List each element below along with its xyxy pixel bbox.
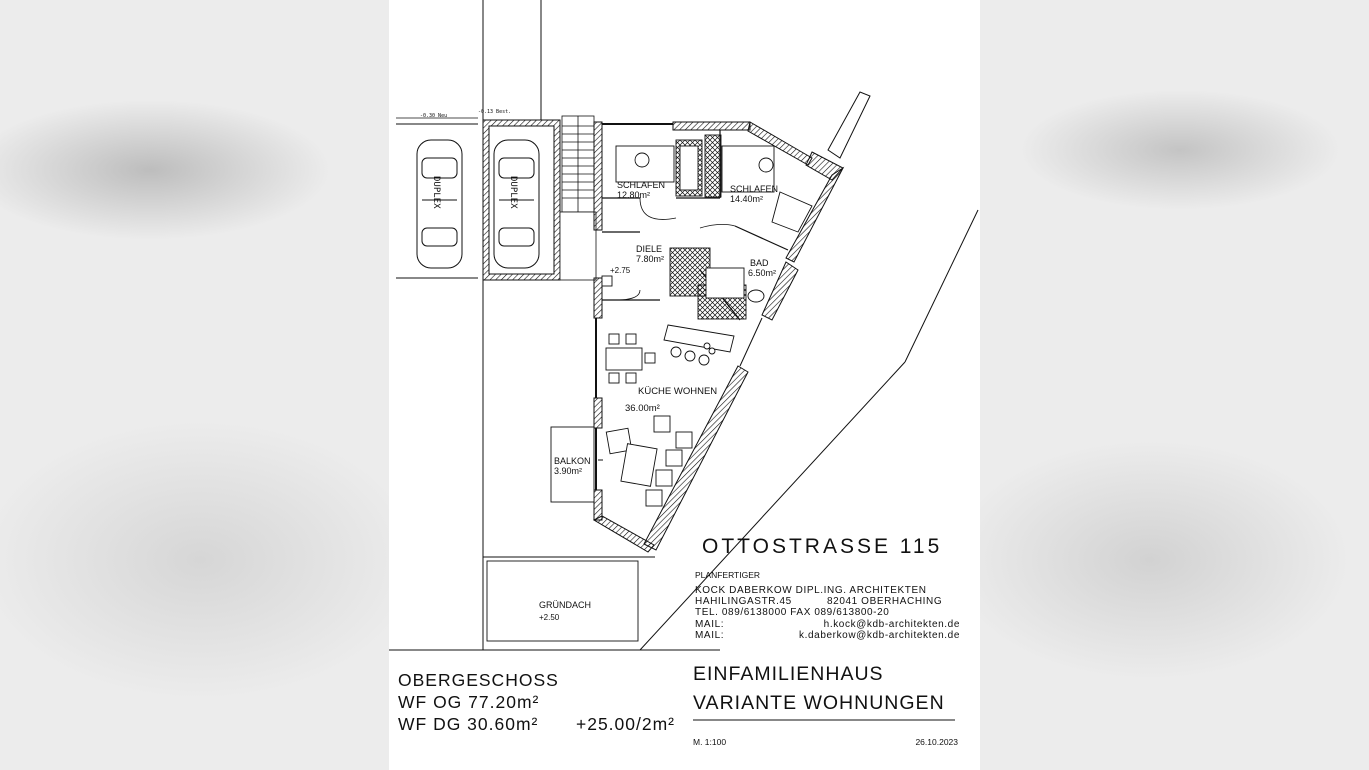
room-schlafen-1-area: 12.80m²	[617, 190, 650, 200]
mail-label-1: MAIL:	[695, 619, 724, 630]
exterior-walls	[592, 121, 845, 553]
date-label: 26.10.2023	[915, 737, 958, 747]
roof-overhang	[827, 91, 871, 159]
firm-street: HAHILINGASTR.45	[695, 596, 792, 607]
door-swing-1	[639, 197, 677, 220]
street-title: OTTOSTRASSE 115	[702, 535, 942, 558]
mail-1: h.kock@kdb-architekten.de	[824, 619, 960, 630]
level-neu: -0.30 Neu	[420, 113, 447, 119]
scale-label: M. 1:100	[693, 737, 726, 747]
room-schlafen-2-area: 14.40m²	[730, 194, 763, 204]
car-left-label: DUPLEX	[431, 176, 441, 209]
mail-2: k.daberkow@kdb-architekten.de	[799, 630, 960, 641]
room-bad-name: BAD	[750, 258, 769, 268]
firm-city: 82041 OBERHACHING	[827, 596, 942, 607]
stair	[559, 115, 597, 281]
wf-dg: WF DG 30.60m²	[398, 714, 538, 734]
site-lines	[389, 0, 979, 651]
room-balkon-area: 3.90m²	[554, 466, 582, 476]
room-kueche-area: 36.00m²	[625, 403, 660, 414]
furniture	[486, 134, 813, 642]
gruendach-name: GRÜNDACH	[539, 600, 591, 610]
room-schlafen-2-name: SCHLAFEN	[730, 184, 778, 194]
door-swing-3	[615, 289, 641, 301]
room-balkon-name: BALKON	[554, 456, 591, 466]
car-right-label: DUPLEX	[508, 176, 518, 209]
firm-tel: TEL. 089/6138000 FAX 089/613800-20	[695, 607, 889, 618]
room-bad-area: 6.50m²	[748, 268, 776, 278]
mail-label-2: MAIL:	[695, 630, 724, 641]
project-line-2: VARIANTE WOHNUNGEN	[693, 692, 945, 714]
room-schlafen-1-name: SCHLAFEN	[617, 180, 665, 190]
wf-og: WF OG 77.20m²	[398, 692, 539, 712]
car-right	[493, 139, 540, 269]
gruendach-level: +2.50	[539, 613, 560, 622]
project-line-1: EINFAMILIENHAUS	[693, 663, 884, 685]
door-swing-2	[699, 224, 736, 229]
room-diele-area: 7.80m²	[636, 254, 664, 264]
planfertiger-label: PLANFERTIGER	[695, 570, 760, 580]
level-stair: +2.75	[610, 266, 631, 275]
window-east	[739, 317, 763, 367]
floor-name: OBERGESCHOSS	[398, 670, 559, 690]
car-left	[416, 139, 463, 269]
level-best: -0.13 Best.	[478, 109, 511, 115]
room-kueche-name: KÜCHE WOHNEN	[638, 386, 717, 397]
firm-name: KOCK DABERKOW DIPL.ING. ARCHITEKTEN	[695, 585, 927, 596]
wf-extra: +25.00/2m²	[576, 714, 675, 734]
room-diele-name: DIELE	[636, 244, 662, 254]
